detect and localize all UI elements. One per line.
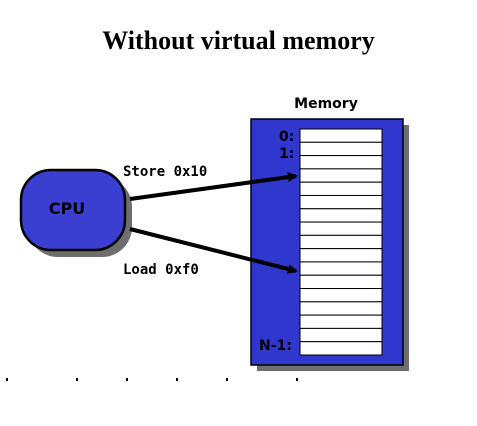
memory-cell <box>299 181 383 196</box>
load-arrow-line <box>129 227 298 274</box>
memory-cell <box>299 221 383 236</box>
load-arrow: Load 0xf0 <box>123 227 298 278</box>
memory-cell <box>299 327 383 343</box>
address-label-n-minus-1: N-1: <box>259 338 292 354</box>
load-arrow-label: Load 0xf0 <box>123 262 199 278</box>
memory-cell <box>299 288 383 303</box>
store-arrow: Store 0x10 <box>123 164 298 201</box>
store-arrow-line <box>129 172 298 201</box>
memory-cell <box>299 248 383 263</box>
slide-title: Without virtual memory <box>102 26 375 55</box>
memory-cells <box>299 128 383 356</box>
memory-cell <box>299 141 383 157</box>
memory-cell <box>299 261 383 276</box>
memory-cell <box>299 341 383 356</box>
memory-cell <box>299 301 383 316</box>
memory-cell <box>299 208 383 223</box>
address-label-1: 1: <box>279 146 294 162</box>
memory-cell <box>299 128 383 143</box>
store-arrow-label: Store 0x10 <box>123 164 207 180</box>
memory-cell <box>299 234 383 250</box>
cpu-label: CPU <box>49 199 85 218</box>
memory-cell <box>299 194 383 210</box>
memory-cell <box>299 314 383 329</box>
cut-off-text-fragment <box>6 378 306 384</box>
memory-label: Memory <box>294 96 358 112</box>
memory-cell <box>299 155 383 170</box>
address-label-0: 0: <box>279 129 294 145</box>
memory-cell <box>299 168 383 183</box>
cpu-node: CPU <box>19 168 132 257</box>
cpu-box <box>19 168 127 252</box>
memory-cell <box>299 274 383 290</box>
memory-block: 0: 1: N-1: <box>250 118 409 371</box>
